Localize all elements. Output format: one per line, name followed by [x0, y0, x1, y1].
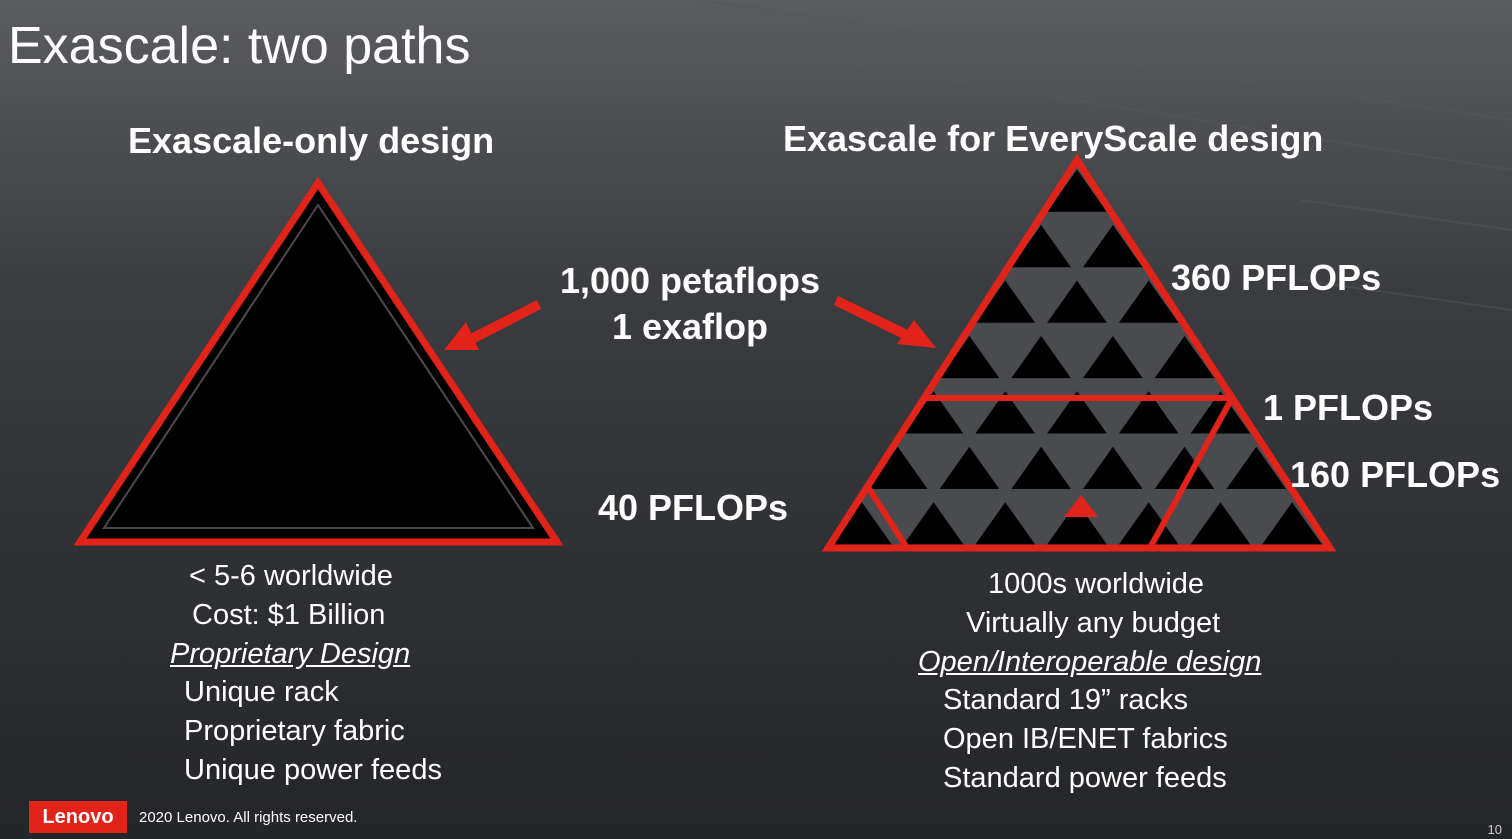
- label-40-pflops: 40 PFLOPs: [598, 487, 789, 528]
- everyscale-pyramid: [821, 153, 1337, 552]
- lattice-cell: [975, 502, 1036, 545]
- right-description: 1000s worldwide Virtually any budget Ope…: [916, 565, 1316, 798]
- slide-title: Exascale: two paths: [8, 17, 471, 75]
- callout-petaflops: 1,000 petaflops: [559, 260, 821, 301]
- lattice-cell: [1011, 446, 1071, 489]
- everyscale-outline: [821, 153, 1337, 552]
- lattice-cell: [832, 502, 892, 545]
- lattice-cell: [1083, 335, 1143, 379]
- label-160-pflops: 160 PFLOPs: [1290, 454, 1501, 495]
- lattice-cell: [867, 446, 928, 489]
- right-item-power: Standard power feeds: [943, 761, 1227, 794]
- lattice-cell: [1190, 391, 1251, 434]
- lattice-cell: [1011, 335, 1071, 379]
- lattice-cell: [1226, 446, 1287, 489]
- callout-exaflop: 1 exaflop: [611, 306, 769, 347]
- lattice-cell: [1118, 391, 1179, 434]
- label-360-pflops: 360 PFLOPs: [1171, 257, 1382, 298]
- arrow-to-left-triangle: [444, 300, 541, 350]
- left-design-label: Proprietary Design: [170, 637, 411, 670]
- lattice-cell: [939, 446, 1000, 489]
- lattice-cells: [832, 169, 1322, 545]
- lattice-cell: [975, 280, 1036, 323]
- lattice-cell: [1118, 502, 1179, 545]
- right-line-worldwide: 1000s worldwide: [988, 568, 1205, 600]
- lattice-cell: [903, 391, 964, 434]
- everyscale-pyramid-base: [828, 160, 1330, 548]
- label-1-pflops: 1 PFLOPs: [1263, 387, 1434, 428]
- left-heading: Exascale-only design: [128, 120, 495, 161]
- left-line-worldwide: < 5-6 worldwide: [189, 560, 393, 592]
- left-item-rack: Unique rack: [184, 676, 339, 709]
- page-number: 10: [1487, 822, 1502, 837]
- right-item-racks: Standard 19” racks: [943, 684, 1189, 717]
- lattice-cell: [1047, 280, 1107, 323]
- divider-160-pflops: [1147, 396, 1235, 550]
- exascale-only-inner-outline: [102, 203, 535, 529]
- lattice-cell: [1190, 502, 1251, 545]
- center-callout: 1,000 petaflops 1 exaflop: [540, 260, 840, 348]
- arrow-to-right-pyramid: [834, 296, 936, 348]
- lattice-cell: [1154, 446, 1215, 489]
- lattice-cell: [1047, 169, 1107, 212]
- lattice-cell: [1154, 335, 1215, 379]
- lattice-cell: [1047, 502, 1107, 545]
- right-item-fabrics: Open IB/ENET fabrics: [943, 723, 1228, 756]
- lattice-cell: [1083, 225, 1143, 268]
- right-design-label: Open/Interoperable design: [918, 645, 1262, 678]
- lattice-cell: [1118, 280, 1179, 323]
- lattice-cell: [1083, 446, 1143, 489]
- left-description: < 5-6 worldwide Cost: $1 Billion Proprie…: [168, 557, 478, 790]
- exascale-only-triangle: [73, 176, 564, 546]
- left-line-cost: Cost: $1 Billion: [192, 598, 386, 631]
- right-line-budget: Virtually any budget: [966, 606, 1221, 639]
- lattice-cell: [1011, 225, 1071, 268]
- lattice-cell: [939, 335, 1000, 379]
- lattice-cell: [975, 391, 1036, 434]
- left-item-power: Unique power feeds: [184, 753, 442, 786]
- left-item-fabric: Proprietary fabric: [184, 715, 405, 748]
- small-red-triangle: [1064, 495, 1098, 517]
- lenovo-logo: Lenovo: [29, 801, 127, 833]
- right-heading: Exascale for EveryScale design: [783, 118, 1324, 159]
- divider-40-pflops: [865, 485, 910, 550]
- lattice-cell: [1047, 391, 1107, 434]
- copyright-text: 2020 Lenovo. All rights reserved.: [139, 809, 358, 826]
- lattice-cell: [903, 502, 964, 545]
- lattice-cell: [1262, 502, 1322, 545]
